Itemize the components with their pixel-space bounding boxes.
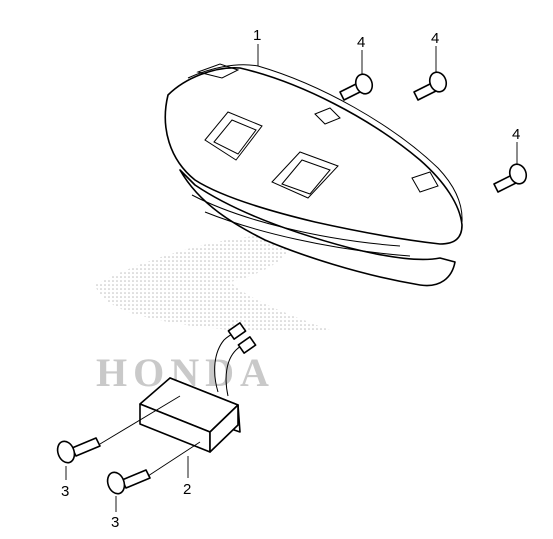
- callout-lamp-assembly: 1: [253, 27, 261, 44]
- leader-lines: [65, 44, 518, 512]
- callout-bolt-c: 4: [512, 126, 520, 143]
- screw-left: [56, 437, 101, 464]
- callout-unit: 2: [183, 481, 191, 498]
- bolt-b: [413, 71, 448, 101]
- screw-bottom: [106, 469, 151, 495]
- callout-bolt-b: 4: [431, 30, 439, 47]
- wing-logo-watermark: [95, 234, 330, 332]
- callout-screw-bottom: 3: [111, 514, 119, 531]
- callout-bolt-a: 4: [357, 34, 365, 51]
- lamp-assembly: [164, 63, 463, 287]
- brand-watermark: HONDA: [95, 234, 330, 395]
- callout-screw-left: 3: [61, 483, 69, 500]
- electronic-unit: [139, 322, 257, 453]
- bolt-c: [493, 163, 528, 193]
- bolt-a: [339, 73, 374, 101]
